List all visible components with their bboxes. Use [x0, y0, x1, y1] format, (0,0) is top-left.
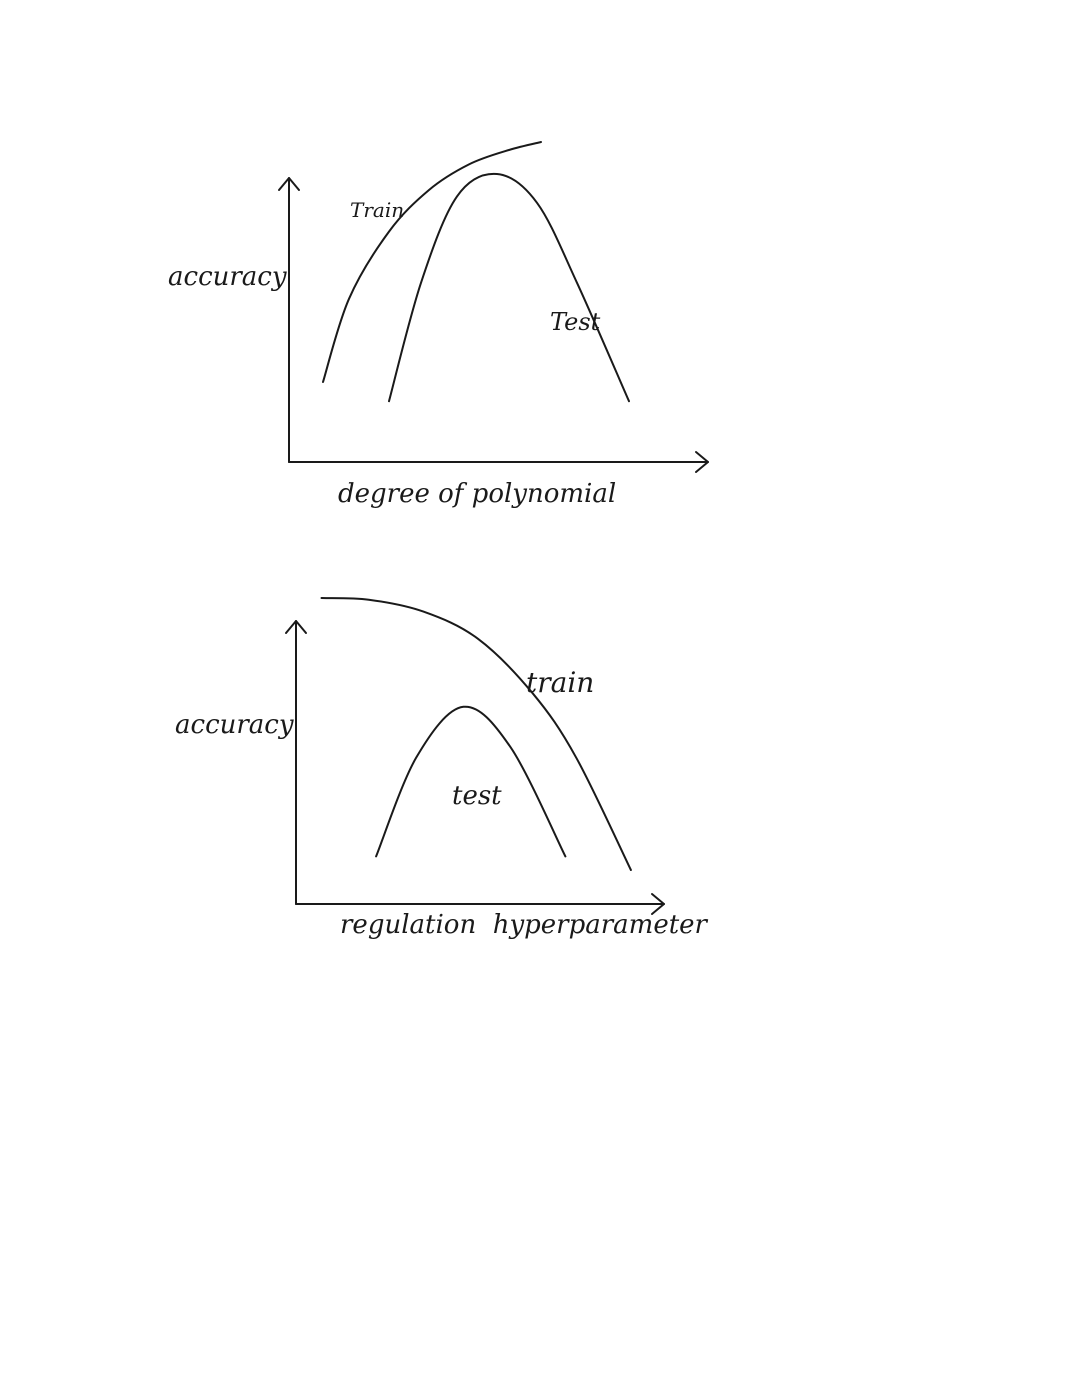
series-label-train: train [526, 666, 594, 699]
series-label-train: Train [350, 198, 404, 222]
chart-2: train test accuracy regulation hyperparamet… [175, 597, 709, 940]
series-label-test: test [452, 781, 502, 811]
x-axis-arrowhead [695, 451, 709, 473]
x-axis-arrowhead [651, 893, 665, 915]
series-curve-train [322, 141, 542, 383]
y-axis-arrowhead [278, 177, 300, 191]
series-label-test: Test [550, 308, 601, 336]
series-curve-train [320, 597, 632, 871]
y-axis-label: accuracy [168, 262, 287, 292]
x-axis-label: degree of polynomial [338, 479, 616, 509]
x-axis-label: regulation hyperparameter [340, 910, 709, 940]
series-curve-test [388, 172, 630, 403]
y-axis-label: accuracy [175, 710, 294, 740]
y-axis-arrowhead [285, 620, 307, 634]
series-curve-test [375, 705, 567, 858]
